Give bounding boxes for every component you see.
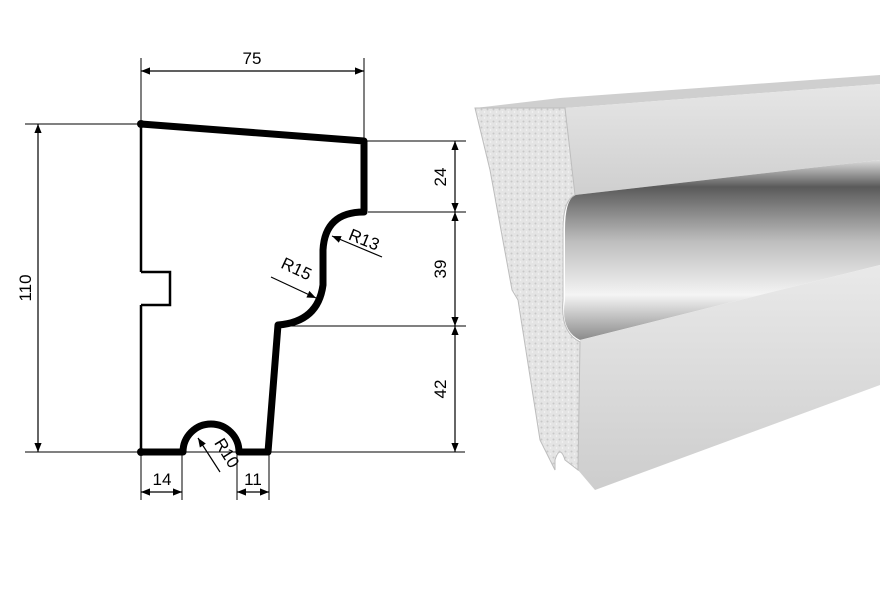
dimension-width-top: 75 — [243, 49, 262, 68]
dimension-right-middle: 39 — [431, 260, 450, 279]
dimension-height-total: 110 — [16, 274, 35, 301]
radius-label-lower: R15 — [278, 254, 314, 284]
dimension-lines — [34, 67, 459, 496]
extension-lines — [25, 58, 466, 500]
dimension-bottom-right: 11 — [244, 470, 262, 489]
profile-outline — [137, 120, 368, 456]
dimension-bottom-left: 14 — [153, 470, 172, 489]
render-lower-face — [578, 265, 880, 490]
dimension-right-bottom: 42 — [431, 380, 450, 399]
radius-label-upper: R13 — [346, 225, 382, 254]
render-foam-end-cap — [474, 107, 581, 472]
render-top-face — [475, 75, 880, 108]
render-upper-face — [565, 84, 880, 195]
dimension-right-top: 24 — [431, 168, 450, 187]
molding-3d-render — [474, 75, 880, 490]
render-cove-face — [564, 160, 880, 340]
